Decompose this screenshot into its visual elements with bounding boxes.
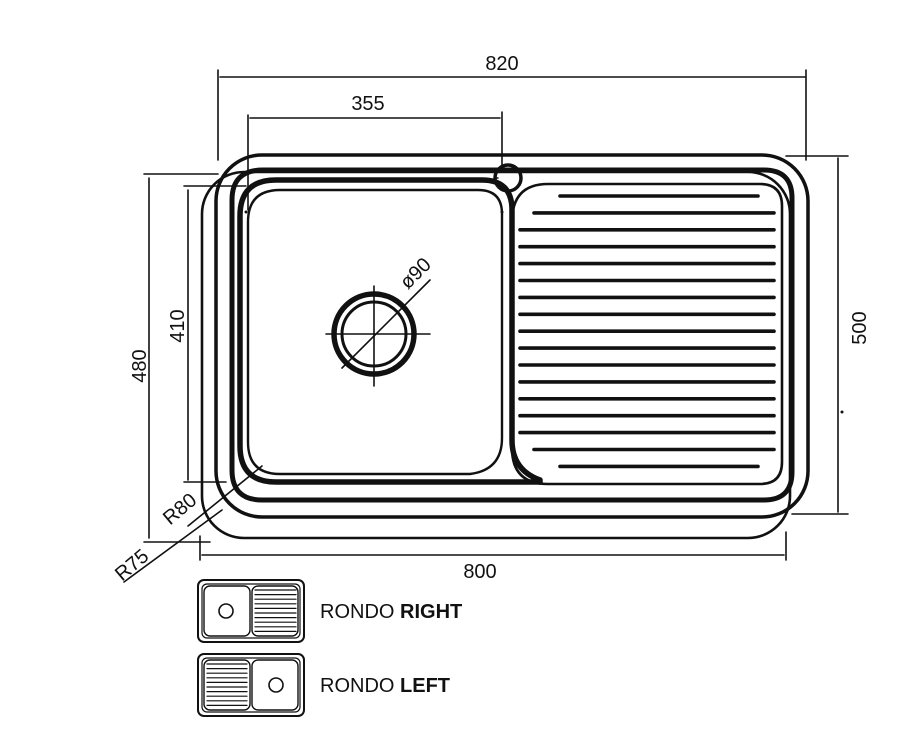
dim-500-label: 500 bbox=[849, 311, 871, 344]
dim-r80-label: R80 bbox=[159, 489, 201, 529]
dim-r75-leader bbox=[123, 509, 223, 583]
sink-outer-rim bbox=[214, 153, 810, 519]
dim-820-label: 820 bbox=[485, 53, 518, 75]
dim-355-label: 355 bbox=[351, 93, 384, 115]
legend-thumb-right bbox=[197, 579, 305, 643]
sink-inner-rim bbox=[229, 167, 795, 503]
drainer-ribs bbox=[518, 194, 776, 469]
dim-800-label: 800 bbox=[463, 561, 496, 583]
legend-right-name: RONDO bbox=[320, 601, 395, 623]
dim-r80-leader bbox=[187, 465, 263, 527]
waste-diameter-leader bbox=[341, 279, 431, 369]
legend-thumb-left bbox=[197, 653, 305, 717]
bowl-inner-outline bbox=[246, 188, 504, 476]
dim-r75-label: R75 bbox=[111, 545, 153, 585]
legend-label-right: RONDO RIGHT bbox=[320, 601, 462, 624]
legend-left-name: RONDO bbox=[320, 675, 395, 697]
legend-right-variant: RIGHT bbox=[400, 601, 463, 623]
tap-hole bbox=[493, 163, 523, 193]
drainer-outline bbox=[510, 182, 784, 486]
dim-480-label: 480 bbox=[129, 349, 151, 382]
dim-diameter-label: ø90 bbox=[396, 254, 436, 294]
legend-label-left: RONDO LEFT bbox=[320, 675, 450, 698]
dim-410-label: 410 bbox=[167, 309, 189, 342]
legend-left-variant: LEFT bbox=[400, 675, 451, 697]
bowl-outline bbox=[237, 177, 543, 485]
